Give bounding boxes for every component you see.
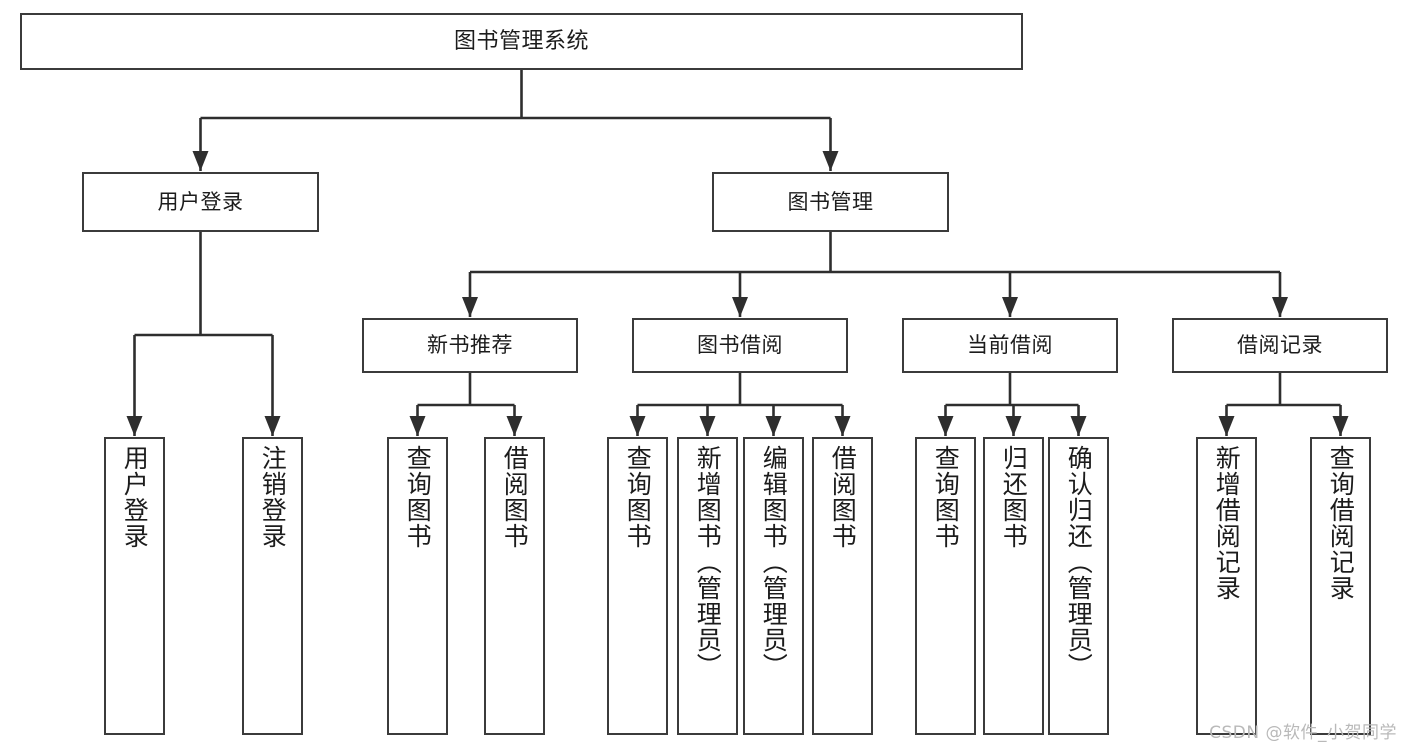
node-leaf-confirm-return-admin-label: 确认归还（管理员） bbox=[1064, 445, 1094, 679]
node-leaf-query-book-current-label: 查询图书 bbox=[931, 445, 961, 549]
node-user-login-label: 用户登录 bbox=[157, 189, 244, 214]
node-leaf-add-borrow-record-label: 新增借阅记录 bbox=[1212, 445, 1242, 601]
node-leaf-borrow-book-rec-label: 借阅图书 bbox=[500, 445, 530, 549]
node-leaf-query-book-borrow-label: 查询图书 bbox=[623, 445, 653, 549]
node-leaf-query-borrow-record-label: 查询借阅记录 bbox=[1326, 445, 1356, 601]
node-user-login[interactable]: 用户登录 bbox=[82, 172, 319, 232]
node-root[interactable]: 图书管理系统 bbox=[20, 13, 1023, 70]
node-leaf-add-book-admin-label: 新增图书（管理员） bbox=[693, 445, 723, 679]
node-leaf-borrow-book-rec[interactable]: 借阅图书 bbox=[484, 437, 545, 735]
node-leaf-query-borrow-record[interactable]: 查询借阅记录 bbox=[1310, 437, 1371, 735]
node-leaf-return-book[interactable]: 归还图书 bbox=[983, 437, 1044, 735]
node-leaf-borrow-book[interactable]: 借阅图书 bbox=[812, 437, 873, 735]
node-current-borrow-label: 当前借阅 bbox=[967, 333, 1053, 358]
node-book-manage[interactable]: 图书管理 bbox=[712, 172, 949, 232]
node-leaf-query-book-borrow[interactable]: 查询图书 bbox=[607, 437, 668, 735]
node-book-borrow[interactable]: 图书借阅 bbox=[632, 318, 848, 373]
node-leaf-add-borrow-record[interactable]: 新增借阅记录 bbox=[1196, 437, 1257, 735]
node-leaf-query-book-rec-label: 查询图书 bbox=[403, 445, 433, 549]
node-leaf-query-book-rec[interactable]: 查询图书 bbox=[387, 437, 448, 735]
node-root-label: 图书管理系统 bbox=[453, 28, 589, 54]
node-new-book-recommend[interactable]: 新书推荐 bbox=[362, 318, 578, 373]
node-leaf-query-book-current[interactable]: 查询图书 bbox=[915, 437, 976, 735]
node-new-book-recommend-label: 新书推荐 bbox=[427, 333, 513, 358]
node-leaf-logout-login[interactable]: 注销登录 bbox=[242, 437, 303, 735]
node-leaf-logout-login-label: 注销登录 bbox=[258, 445, 288, 549]
node-leaf-edit-book-admin-label: 编辑图书（管理员） bbox=[759, 445, 789, 679]
csdn-watermark: CSDN @软件_小贺同学 bbox=[1209, 723, 1397, 743]
node-leaf-add-book-admin[interactable]: 新增图书（管理员） bbox=[677, 437, 738, 735]
node-borrow-record[interactable]: 借阅记录 bbox=[1172, 318, 1388, 373]
node-current-borrow[interactable]: 当前借阅 bbox=[902, 318, 1118, 373]
node-leaf-return-book-label: 归还图书 bbox=[999, 445, 1029, 549]
node-leaf-user-login[interactable]: 用户登录 bbox=[104, 437, 165, 735]
node-leaf-borrow-book-label: 借阅图书 bbox=[828, 445, 858, 549]
node-book-manage-label: 图书管理 bbox=[787, 189, 874, 214]
node-leaf-edit-book-admin[interactable]: 编辑图书（管理员） bbox=[743, 437, 804, 735]
node-leaf-confirm-return-admin[interactable]: 确认归还（管理员） bbox=[1048, 437, 1109, 735]
node-leaf-user-login-label: 用户登录 bbox=[120, 445, 150, 549]
node-borrow-record-label: 借阅记录 bbox=[1237, 333, 1323, 358]
node-book-borrow-label: 图书借阅 bbox=[697, 333, 783, 358]
